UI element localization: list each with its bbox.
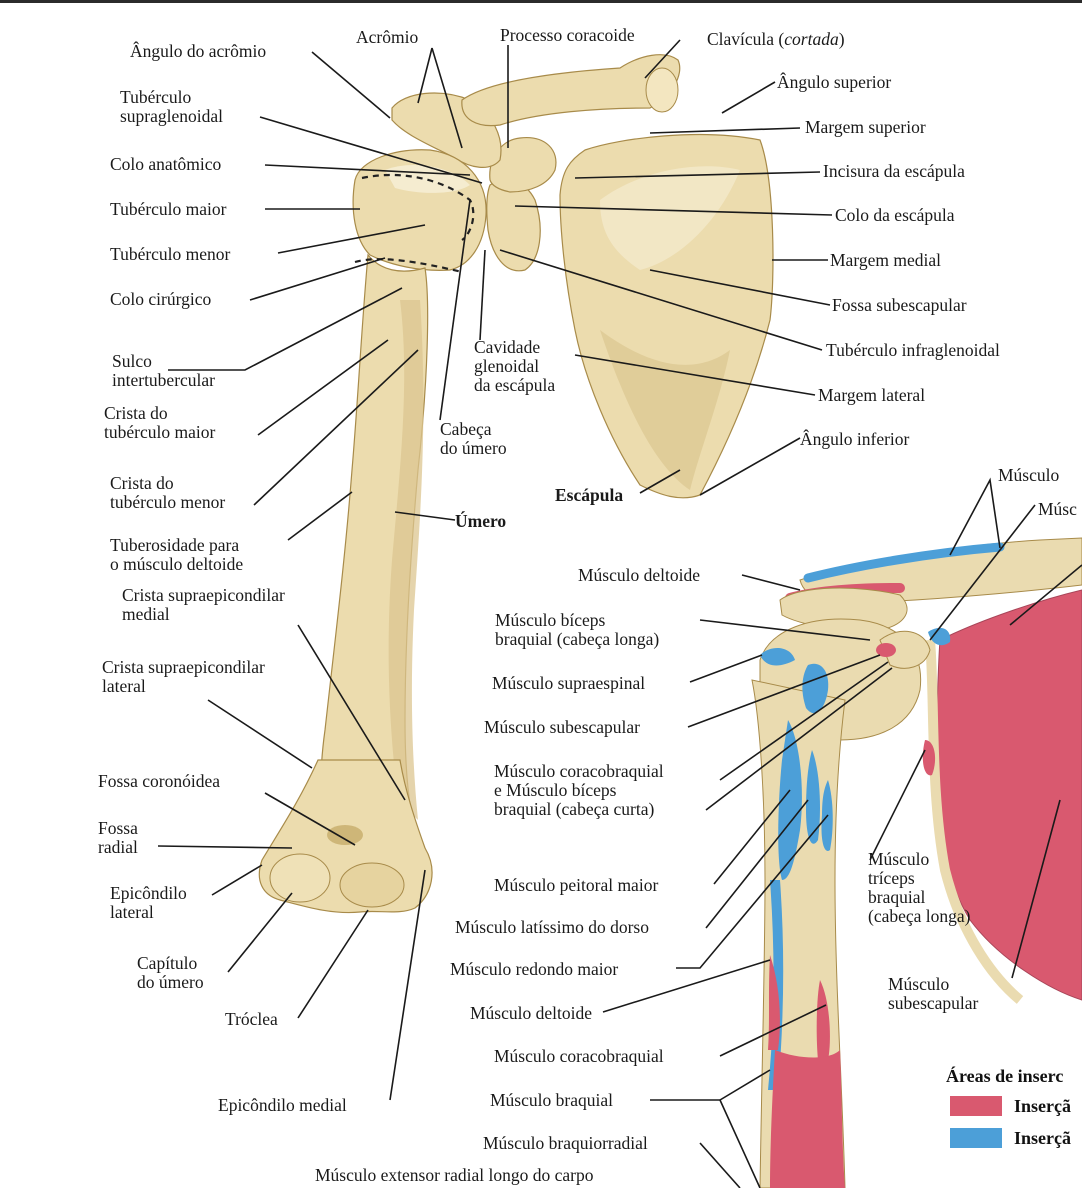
label-margem-lateral: Margem lateral xyxy=(818,385,926,405)
label-acromio: Acrômio xyxy=(356,27,419,47)
label-subescapular: Músculo subescapular xyxy=(484,717,641,737)
label-subescapular-2: Músculo subescapular xyxy=(888,974,979,1013)
right-diagram xyxy=(751,537,1082,1188)
supraspinatus-blue xyxy=(760,648,795,666)
latissimus-blue xyxy=(806,750,820,844)
label-angulo-inferior: Ângulo inferior xyxy=(800,429,910,449)
label-incisura-escapula: Incisura da escápula xyxy=(823,161,965,181)
brachialis-red xyxy=(770,1050,845,1188)
label-colo-anatomico: Colo anatômico xyxy=(110,154,222,174)
label-peitoral-maior: Músculo peitoral maior xyxy=(494,875,659,895)
label-umero: Úmero xyxy=(455,511,507,531)
label-latissimo-dorso: Músculo latíssimo do dorso xyxy=(455,917,649,937)
scapula-highlight xyxy=(600,166,740,270)
scapula-right-bone-edge xyxy=(925,639,1024,1004)
label-tuberculo-infraglenoidal: Tubérculo infraglenoidal xyxy=(826,340,1000,360)
label-coracobraquial-biceps: Músculo coracobraquial e Músculo bíceps … xyxy=(494,761,664,819)
capitulum xyxy=(269,853,331,903)
legend-insertion-swatch xyxy=(950,1128,1002,1148)
triceps-red xyxy=(922,740,936,776)
humerus-shaft-shade xyxy=(388,300,424,820)
leader-lines xyxy=(157,39,1082,1188)
label-margem-superior: Margem superior xyxy=(805,117,926,137)
label-escapula: Escápula xyxy=(555,485,624,505)
surgical-neck-dash xyxy=(354,258,463,274)
top-border-bar xyxy=(0,0,1082,3)
coracobrachialis-red xyxy=(816,980,830,1060)
coracoid-blue xyxy=(928,627,951,646)
scapula-shade xyxy=(600,330,730,490)
label-troclea: Tróclea xyxy=(225,1009,278,1029)
label-epicondilo-lateral: Epicôndilo lateral xyxy=(110,883,187,922)
clavicula-italic: cortada xyxy=(784,29,839,49)
label-colo-cirurgico: Colo cirúrgico xyxy=(110,289,212,309)
label-tuberosidade-deltoide: Tuberosidade para o músculo deltoide xyxy=(110,535,244,574)
label-deltoide-top: Músculo deltoide xyxy=(578,565,700,585)
label-crista-supra-medial: Crista supraepicondilar medial xyxy=(122,585,285,624)
scapula-right xyxy=(933,589,1082,1001)
label-extensor-radial: Músculo extensor radial longo do carpo xyxy=(315,1165,594,1185)
label-braquiorradial: Músculo braquiorradial xyxy=(483,1133,648,1153)
label-fossa-coronoidea: Fossa coronóidea xyxy=(98,771,220,791)
coronoid-fossa xyxy=(327,825,363,845)
scapula-left xyxy=(391,54,774,499)
label-cabeca-umero: Cabeça do úmero xyxy=(440,419,507,458)
pectoralis-blue xyxy=(778,720,802,880)
label-coracobraquial: Músculo coracobraquial xyxy=(494,1046,664,1066)
label-fossa-subescapular: Fossa subescapular xyxy=(832,295,967,315)
clavicula-prefix: Clavícula ( xyxy=(707,29,785,49)
label-angulo-superior: Ângulo superior xyxy=(777,72,892,92)
label-clavicula: Clavícula (cortada) xyxy=(707,30,845,49)
label-tuberculo-menor: Tubérculo menor xyxy=(110,244,231,264)
label-supraespinal: Músculo supraespinal xyxy=(492,673,646,693)
coracoid xyxy=(489,137,557,193)
glenoid xyxy=(486,179,541,272)
label-capitulo-umero: Capítulo do úmero xyxy=(137,953,204,992)
label-fossa-radial: Fossa radial xyxy=(98,818,138,857)
label-processo-coracoide: Processo coracoide xyxy=(500,25,635,45)
clavicle-cut-end xyxy=(645,67,679,113)
label-epicondilo-medial: Epicôndilo medial xyxy=(218,1095,347,1115)
label-braquial: Músculo braquial xyxy=(490,1090,613,1110)
clavicula-suffix: ) xyxy=(838,29,845,49)
clavicle-right-blue xyxy=(803,542,1005,583)
biceps-long-red xyxy=(876,643,896,657)
label-triceps-longa: Músculo tríceps braquial (cabeça longa) xyxy=(868,849,971,926)
label-sulco-intertubercular: Sulco intertubercular xyxy=(112,351,216,390)
humerus-left xyxy=(258,149,487,914)
label-crista-supra-lateral: Crista supraepicondilar lateral xyxy=(102,657,265,696)
label-deltoide-bottom: Músculo deltoide xyxy=(470,1003,592,1023)
label-angulo-acromio: Ângulo do acrômio xyxy=(130,41,267,61)
label-biceps-longa: Músculo bíceps braquial (cabeça longa) xyxy=(495,610,660,649)
label-cavidade-glenoidal: Cavidade glenoidal da escápula xyxy=(474,337,556,395)
label-musculo-top1: Músculo xyxy=(998,465,1060,485)
coracoid-right xyxy=(879,630,931,669)
trochlea xyxy=(339,862,405,908)
label-margem-medial: Margem medial xyxy=(830,250,941,270)
label-tuberculo-supraglenoidal: Tubérculo supraglenoidal xyxy=(120,87,224,126)
label-musculo-top2: Músc xyxy=(1038,499,1077,519)
legend-origin-label: Inserçã xyxy=(1014,1096,1071,1116)
label-tuberculo-maior: Tubérculo maior xyxy=(110,199,227,219)
legend-origin-swatch xyxy=(950,1096,1002,1116)
label-crista-tuberculo-maior: Crista do tubérculo maior xyxy=(104,403,216,442)
legend-title: Áreas de inserc xyxy=(946,1066,1064,1086)
label-colo-escapula: Colo da escápula xyxy=(835,205,955,225)
label-redondo-maior: Músculo redondo maior xyxy=(450,959,619,979)
anatomical-neck-dash xyxy=(361,173,475,241)
legend-insertion-label: Inserçã xyxy=(1014,1128,1071,1148)
label-crista-tuberculo-menor: Crista do tubérculo menor xyxy=(110,473,226,512)
deltoid-insertion-red xyxy=(768,955,780,1050)
